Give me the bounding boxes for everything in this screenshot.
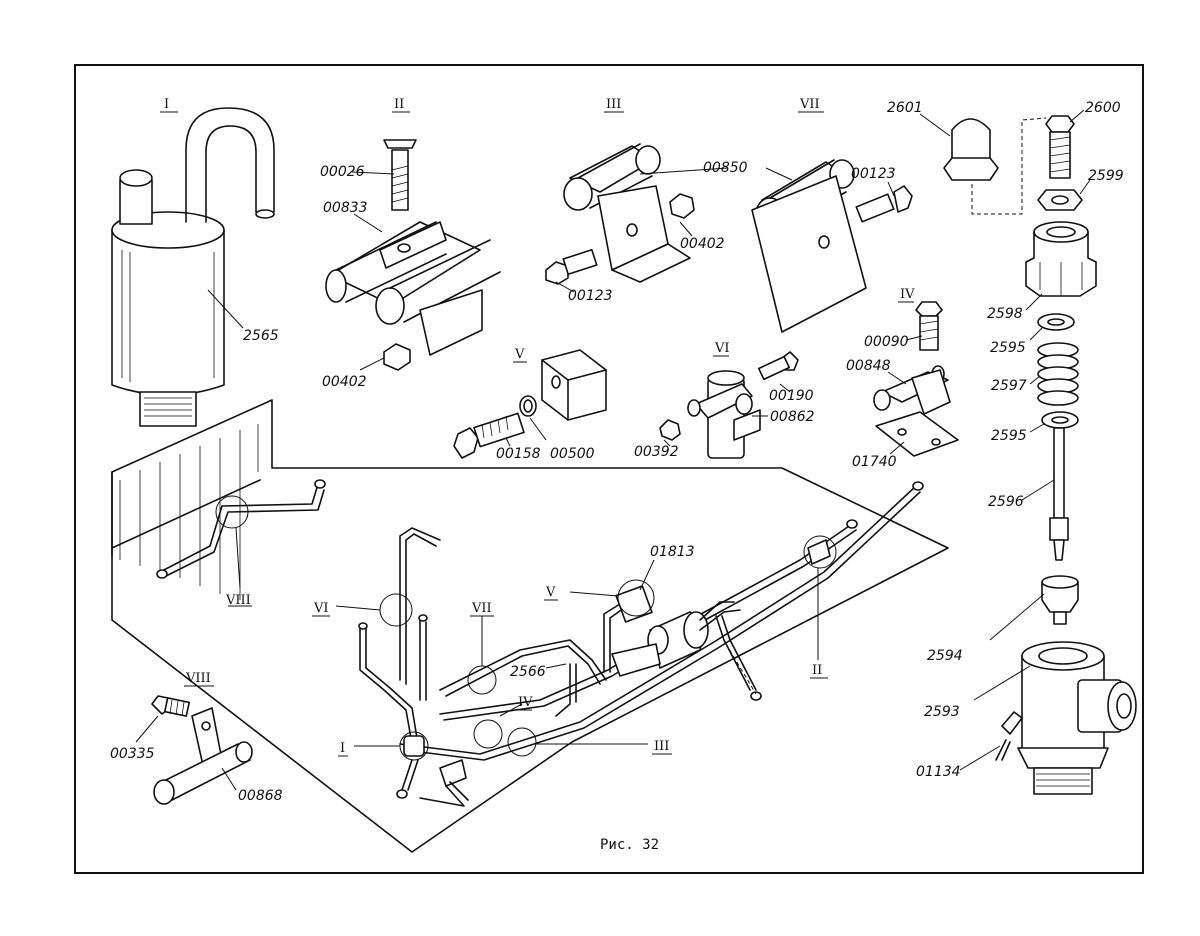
group-iv-drawing: IV 00090 00848 01740 <box>846 287 959 470</box>
part-label-00026: 00026 <box>320 164 365 180</box>
group-label-vi: VI <box>714 341 730 356</box>
group-label-iii: III <box>606 97 621 112</box>
part-label-2595-top: 2595 <box>990 340 1026 356</box>
ref-label-viii: VIII <box>225 593 251 608</box>
group-v-drawing: V 00158 00500 <box>453 347 607 462</box>
part-label-00392: 00392 <box>634 444 679 460</box>
group-iii-drawing: III 00850 00402 00123 <box>545 97 748 304</box>
part-label-2598: 2598 <box>987 306 1023 322</box>
part-label-00402-iii: 00402 <box>680 236 725 252</box>
group-viii-drawing: VIII 00335 00868 <box>110 671 283 805</box>
group-label-ii: II <box>394 97 404 112</box>
part-label-00335: 00335 <box>110 746 155 762</box>
part-label-00090: 00090 <box>864 334 909 350</box>
part-label-00868: 00868 <box>238 788 283 804</box>
part-label-00500: 00500 <box>550 446 595 462</box>
group-label-i: I <box>164 97 169 112</box>
ref-label-vi: VI <box>313 601 329 616</box>
part-label-01813: 01813 <box>650 544 695 560</box>
part-label-00833: 00833 <box>323 200 368 216</box>
part-label-00158: 00158 <box>496 446 541 462</box>
part-label-2600: 2600 <box>1085 100 1121 116</box>
part-label-2566: 2566 <box>510 664 546 680</box>
group-label-vii: VII <box>799 97 820 112</box>
part-label-00123-iii: 00123 <box>568 288 613 304</box>
valve-stack-drawing: 2601 2600 2599 2598 2595 2597 <box>887 100 1137 795</box>
ref-label-ii: II <box>812 663 822 678</box>
group-label-viii: VIII <box>185 671 211 686</box>
part-label-2597: 2597 <box>991 378 1027 394</box>
group-label-iv: IV <box>900 287 915 302</box>
part-label-00848: 00848 <box>846 358 891 374</box>
part-label-2596: 2596 <box>988 494 1024 510</box>
drawing-frame <box>74 64 1144 874</box>
part-label-2565: 2565 <box>243 328 279 344</box>
part-label-2593: 2593 <box>924 704 960 720</box>
part-label-2594: 2594 <box>927 648 963 664</box>
part-label-2601: 2601 <box>887 100 923 116</box>
part-label-2599: 2599 <box>1088 168 1124 184</box>
part-label-00402-ii: 00402 <box>322 374 367 390</box>
ref-label-v: V <box>545 585 556 600</box>
ref-label-i: I <box>340 741 345 756</box>
ref-label-iii: III <box>654 739 669 754</box>
group-vii-drawing: VII 00123 <box>751 97 913 333</box>
part-label-00862: 00862 <box>770 409 815 425</box>
group-vi-drawing: VI 00190 00862 00392 <box>634 341 815 460</box>
part-label-2595-bottom: 2595 <box>991 428 1027 444</box>
figure-caption: Рис. 32 <box>600 837 659 853</box>
ref-label-vii: VII <box>471 601 492 616</box>
group-label-v: V <box>514 347 525 362</box>
ref-label-iv: IV <box>518 695 533 710</box>
main-assembly-drawing: VIII VI VII V 01813 <box>111 399 949 853</box>
part-label-01740: 01740 <box>852 454 897 470</box>
group-ii-drawing: II 00026 00833 00402 <box>320 97 501 390</box>
group-i-drawing: I 2565 <box>111 97 279 427</box>
part-label-01134: 01134 <box>916 764 961 780</box>
part-label-00850: 00850 <box>703 160 748 176</box>
part-label-00190: 00190 <box>769 388 814 404</box>
part-label-00123-vii: 00123 <box>851 166 896 182</box>
